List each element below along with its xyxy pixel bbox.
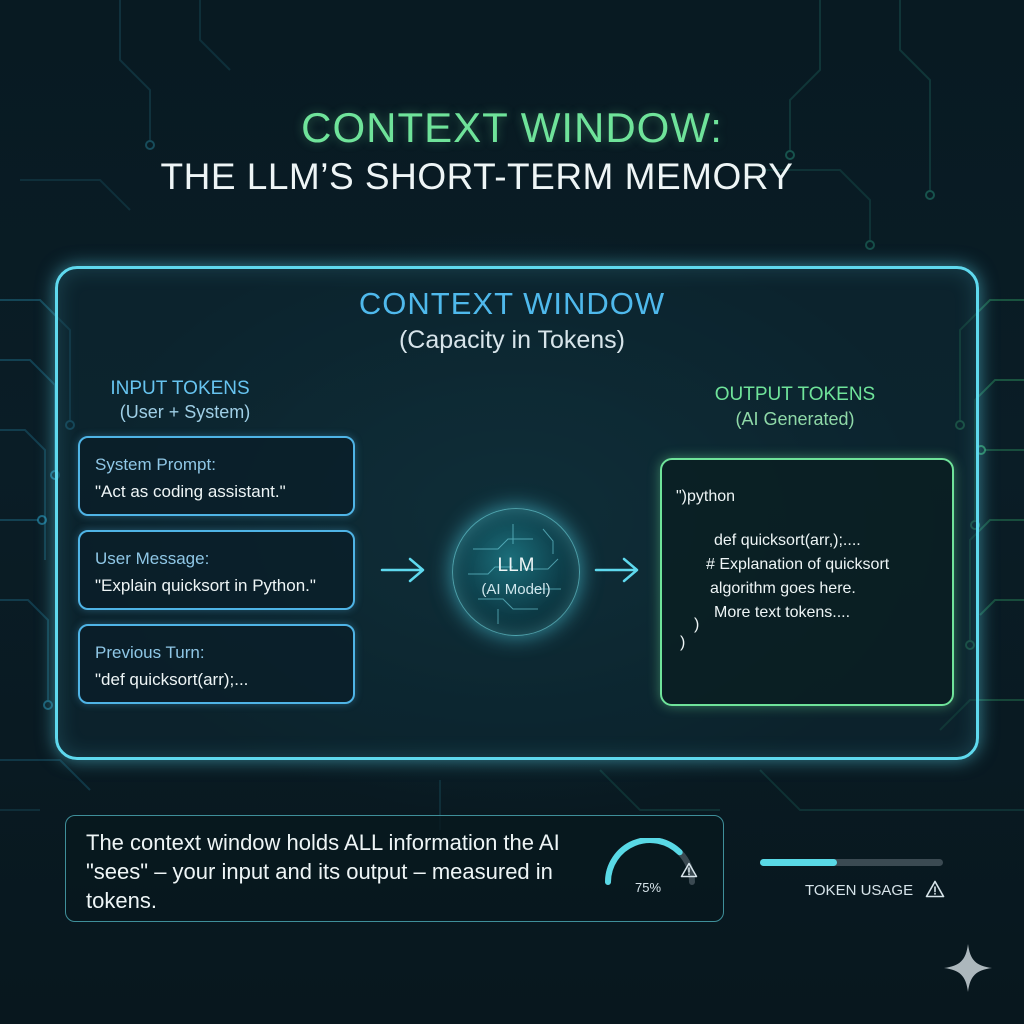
gauge-value: 75% — [634, 880, 662, 895]
input-tokens-title: INPUT TOKENS — [110, 378, 250, 399]
warning-triangle-icon — [680, 862, 698, 878]
input-card-value: "Explain quicksort in Python." — [95, 576, 316, 595]
llm-sphere: LLM (AI Model) — [452, 508, 580, 636]
output-line: ")python — [676, 488, 736, 505]
context-window-title: CONTEXT WINDOW — [358, 286, 666, 321]
output-tokens-subtitle: (AI Generated) — [735, 409, 855, 429]
llm-sublabel: (AI Model) — [481, 581, 551, 598]
input-card-user-message: User Message: "Explain quicksort in Pyth… — [78, 530, 355, 610]
output-line: More text tokens.... — [714, 604, 851, 621]
input-card-label: System Prompt: — [95, 455, 216, 474]
page-title: CONTEXT WINDOW: — [301, 104, 723, 151]
input-card-label: Previous Turn: — [95, 643, 205, 662]
output-line: def quicksort(arr,);.... — [714, 532, 861, 549]
token-usage-bar-fill — [760, 859, 837, 866]
llm-label: LLM — [497, 555, 535, 576]
page-subtitle: THE LLM’S SHORT-TERM MEMORY — [160, 156, 794, 197]
input-card-value: "Act as coding assistant." — [95, 482, 286, 501]
input-card-value: "def quicksort(arr);... — [95, 670, 249, 689]
caption-box: The context window holds ALL information… — [65, 815, 724, 922]
input-card-system-prompt: System Prompt: "Act as coding assistant.… — [78, 436, 355, 516]
input-card-previous-turn: Previous Turn: "def quicksort(arr);... — [78, 624, 355, 704]
input-tokens-subtitle: (User + System) — [119, 402, 251, 422]
output-line: ) — [680, 634, 686, 651]
warning-triangle-icon — [925, 880, 945, 898]
output-line: algorithm goes here. — [710, 580, 856, 597]
token-usage-label: TOKEN USAGE — [805, 882, 914, 899]
token-usage-bar — [760, 859, 943, 866]
output-line: ) — [694, 616, 700, 633]
output-tokens-box: ")python def quicksort(arr,);.... # Expl… — [660, 458, 954, 706]
arrow-right-icon — [594, 557, 639, 583]
sparkle-icon — [944, 944, 992, 992]
output-line: # Explanation of quicksort — [706, 556, 890, 573]
context-window-subtitle: (Capacity in Tokens) — [398, 326, 626, 354]
arrow-right-icon — [380, 557, 425, 583]
circuit-sphere-icon — [468, 524, 561, 624]
output-tokens-title: OUTPUT TOKENS — [714, 384, 876, 405]
input-card-label: User Message: — [95, 549, 210, 568]
caption-text: The context window holds ALL information… — [86, 830, 560, 913]
